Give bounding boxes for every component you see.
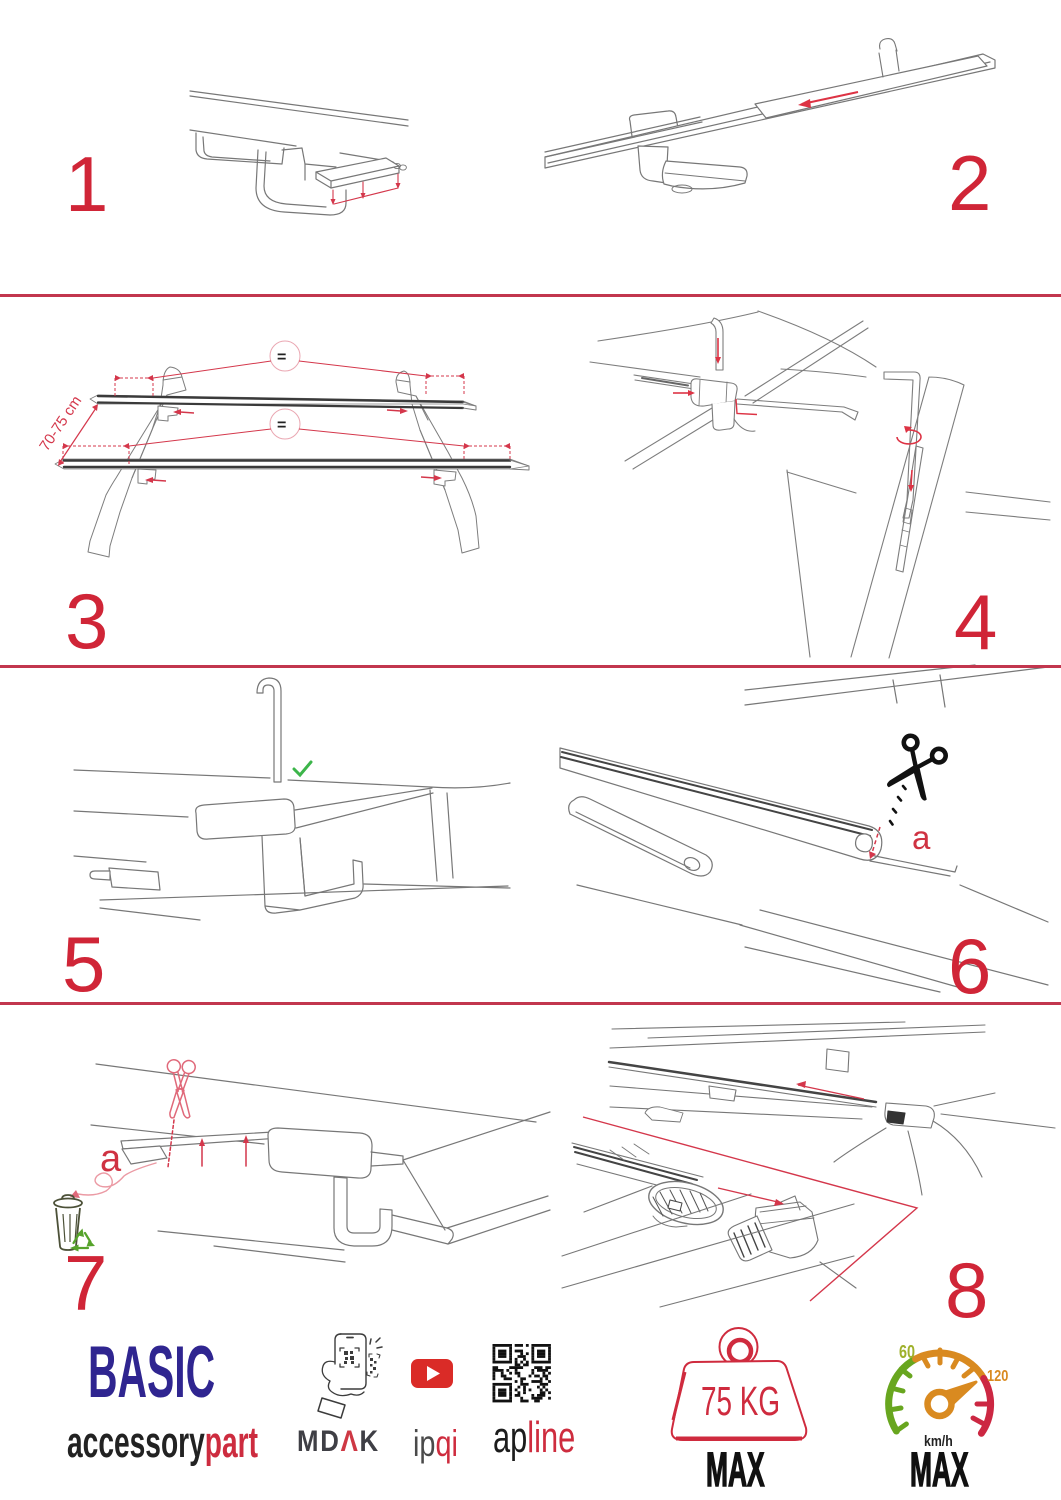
svg-text:a: a — [100, 1138, 122, 1180]
svg-text:a: a — [912, 819, 931, 856]
svg-text:70-75 cm: 70-75 cm — [36, 393, 85, 454]
svg-text:=: = — [277, 349, 286, 366]
svg-text:=: = — [277, 417, 286, 434]
